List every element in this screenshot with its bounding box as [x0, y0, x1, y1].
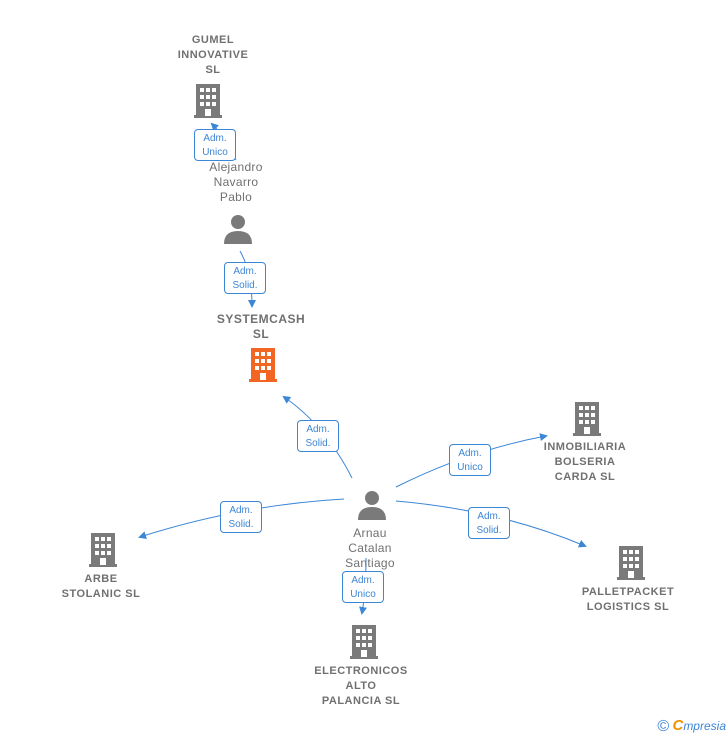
building-icon [89, 533, 117, 567]
building-icon [350, 625, 378, 659]
edge-badge-alejandro-systemcash[interactable]: Adm. Solid. [224, 262, 266, 294]
person-icon [358, 491, 386, 520]
brand-name: mpresia [683, 719, 726, 734]
brand-watermark: © Cmpresia [657, 717, 726, 736]
building-icon [573, 402, 601, 436]
node-label: ELECTRONICOS ALTO PALANCIA SL [314, 665, 408, 707]
building-icon [249, 348, 277, 382]
building-icon [194, 84, 222, 118]
edge-badge-arnau-electronicos[interactable]: Adm. Unico [342, 571, 384, 603]
edge-badge-alejandro-gumel[interactable]: Adm. Unico [194, 129, 236, 161]
edge-badge-arnau-systemcash[interactable]: Adm. Solid. [297, 420, 339, 452]
node-label: INMOBILIARIA BOLSERIA CARDA SL [543, 441, 627, 483]
node-label: Arnau Catalan Santiago [345, 526, 395, 570]
copyright-symbol: © [657, 718, 670, 735]
person-icon [224, 215, 252, 244]
brand-logo-letter: C [672, 717, 684, 735]
node-label: GUMEL INNOVATIVE SL [177, 34, 249, 76]
edge-badge-arnau-palletpacket[interactable]: Adm. Solid. [468, 507, 510, 539]
node-label: SYSTEMCASH SL [216, 312, 306, 341]
edge-badge-arnau-inmobiliaria[interactable]: Adm. Unico [449, 444, 491, 476]
edge-badge-arnau-arbe[interactable]: Adm. Solid. [220, 501, 262, 533]
node-label: PALLETPACKET LOGISTICS SL [581, 586, 675, 613]
building-icon [617, 546, 645, 580]
node-label: Alejandro Navarro Pablo [209, 160, 263, 204]
node-label: ARBE STOLANIC SL [61, 573, 141, 600]
